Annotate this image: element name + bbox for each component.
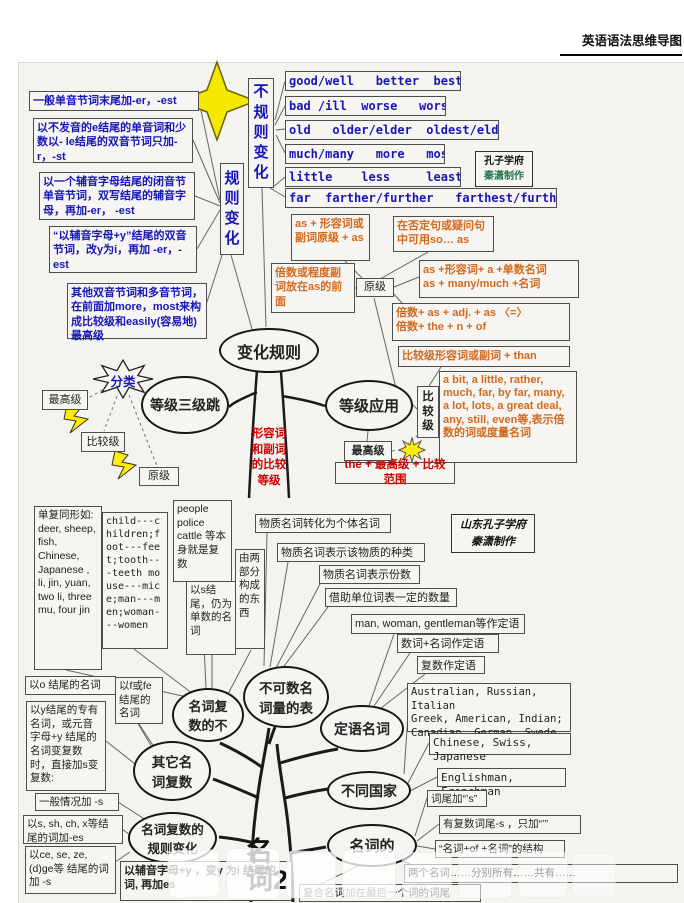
- node-possessive: 名词的: [327, 824, 417, 867]
- class-item-comparative: 比较级: [81, 432, 125, 452]
- page-title: 英语语法思维导图: [560, 30, 682, 56]
- s-ending-singular: 以s结尾，仍为单数的名词: [186, 581, 236, 655]
- maker-stamp: 孔子学府 秦潇制作: [475, 151, 533, 187]
- stamp-line: 秦潇制作: [471, 534, 515, 548]
- classify-burst-icon: [92, 358, 154, 400]
- always-plural-words: people police cattle 等本身就是复数: [173, 500, 232, 582]
- rule-item: 以一个辅音字母结尾的闭音节单音节词，双写结尾的辅音字母，再加-er， -est: [39, 172, 195, 220]
- stamp-line: 秦潇制作: [484, 171, 524, 182]
- trunk-label-bottom: 名词2: [246, 837, 289, 896]
- comparative-than: 比较级形容词或副词 + than: [398, 346, 570, 367]
- other-plural-item: 以y结尾的专有名词，或元音字母+y 结尾的名词变复数时，直接加s变复数:: [26, 701, 106, 791]
- attributive-item: 复数作定语: [417, 656, 485, 674]
- node-countries: 不同国家: [327, 771, 411, 810]
- regular-plural-item: 一般情况加 -s: [35, 793, 119, 811]
- other-plural-item: 以f或fe结尾的名词: [115, 677, 163, 724]
- positive-negative-form: 在否定句或疑问句中可用so… as: [393, 216, 494, 252]
- maker-stamp: 山东孔子学府 秦潇制作: [451, 514, 535, 553]
- node-positive: 原级: [356, 278, 394, 297]
- node-other-plural: 其它名词复数: [133, 741, 211, 801]
- rule-item: 一般单音节词末尾加-er，-est: [29, 91, 199, 111]
- node-grade-jump: 等级三级跳: [141, 376, 229, 434]
- two-part-objects: 由两部分构成的东西: [235, 549, 265, 649]
- irregular-word-row: little less least: [285, 167, 461, 187]
- regular-plural-item: 以s, sh, ch, x等结尾的词加-es: [23, 815, 123, 844]
- country-nouns-list: Englishman, Frenchman: [437, 768, 566, 798]
- possessive-item: “名词+of +名词”的结构: [435, 840, 565, 858]
- country-nouns-list: Australian, Russian, Italian Greek, Amer…: [407, 683, 571, 739]
- uncountable-item: 物质名词表示份数: [319, 565, 420, 584]
- attributive-item: 数词+名词作定语: [397, 634, 499, 653]
- regular-plural-item: 以ce, se, ze, (d)ge等 结尾的词加 -s: [25, 846, 116, 894]
- node-uncountable: 不可数名词量的表: [243, 666, 329, 728]
- root-change-rules: 变化规则: [219, 328, 319, 373]
- uncountable-item: 物质名词转化为个体名词: [255, 514, 391, 533]
- irregular-word-row: old older/elder oldest/eldest: [285, 120, 499, 140]
- positive-multiple-formula: 倍数+ as + adj. + as 〈=〉 倍数+ the + n + of: [392, 303, 570, 341]
- irregular-word-row: bad /ill worse worst: [285, 96, 446, 116]
- possessive-item: 复合名词加在最后一个词的词尾: [299, 884, 481, 902]
- stamp-line: 山东孔子学府: [460, 518, 526, 531]
- same-form-plurals: 单复同形如: deer, sheep, fish, Chinese, Japan…: [34, 506, 102, 670]
- node-attributive-noun: 定语名词: [320, 705, 404, 752]
- irregular-word-row: much/many more most: [285, 144, 445, 164]
- trunk-label-top: 形容词和副词的比较等级: [251, 428, 287, 487]
- lightning-bolt-icon: [111, 450, 138, 480]
- connector-lines: [65, 80, 442, 894]
- stamp-line: 孔子学府: [484, 156, 524, 167]
- rule-item: 其他双音节词和多音节词，在前面加more，most来构成比较级和easily(容…: [67, 283, 207, 342]
- superlative-range: the + 最高级 + 比较范围: [335, 459, 455, 486]
- mutation-plurals: child---children;foot---feet;tooth---tee…: [102, 512, 168, 649]
- rule-item: 以不发音的e结尾的单音词和少数以- le结尾的双音节词只加-r，-st: [33, 118, 193, 163]
- node-grade-apply: 等级应用: [325, 380, 413, 431]
- possessive-item: 有复数词尾-s ，只加“’”: [439, 815, 581, 834]
- small-star-burst-icon: [397, 436, 427, 464]
- node-comparative: 比较级: [417, 386, 439, 438]
- node-irregular-change: 不规则变化: [248, 78, 274, 188]
- rule-item: “以辅音字母+y”结尾的双音节词，改y为i，再加 -er，-est: [49, 226, 197, 273]
- node-superlative: 最高级: [344, 441, 392, 461]
- country-nouns-list: Chinese, Swiss, Japanese: [429, 733, 571, 763]
- positive-as-noun: as +形容词+ a +单数名词 as + many/much +名词: [419, 260, 579, 298]
- attributive-item: man, woman, gentleman等作定语: [351, 614, 525, 634]
- comparative-modifiers: a bit, a little, rather, much, far, by f…: [439, 371, 577, 463]
- uncountable-item: 借助单位词表一定的数量: [325, 588, 457, 607]
- positive-as-as: as + 形容词或副词原级 + as: [291, 214, 370, 261]
- uncountable-item: 物质名词表示该物质的种类: [277, 543, 425, 562]
- node-irregular-plural: 名词复数的不: [172, 688, 244, 742]
- irregular-word-row: far farther/further farthest/furthest: [285, 188, 557, 208]
- classify-label: 分类: [110, 375, 136, 389]
- node-regular-plural: 名词复数的规则变化: [128, 812, 217, 864]
- irregular-word-row: good/well better best: [285, 71, 461, 91]
- other-plural-item: 以o 结尾的名词: [25, 676, 116, 695]
- node-rule-change: 规则变化: [220, 163, 244, 255]
- class-item-superlative: 最高级: [42, 390, 88, 410]
- possessive-item: 两个名词……分别所有……共有……: [404, 864, 678, 883]
- tree-top: [228, 369, 326, 499]
- lightning-bolt-icon: [63, 404, 90, 434]
- possessive-item: 词尾加“’s”: [427, 790, 487, 807]
- class-item-positive: 原级: [139, 467, 179, 486]
- positive-multiple-position: 倍数或程度副词放在as的前面: [271, 263, 355, 313]
